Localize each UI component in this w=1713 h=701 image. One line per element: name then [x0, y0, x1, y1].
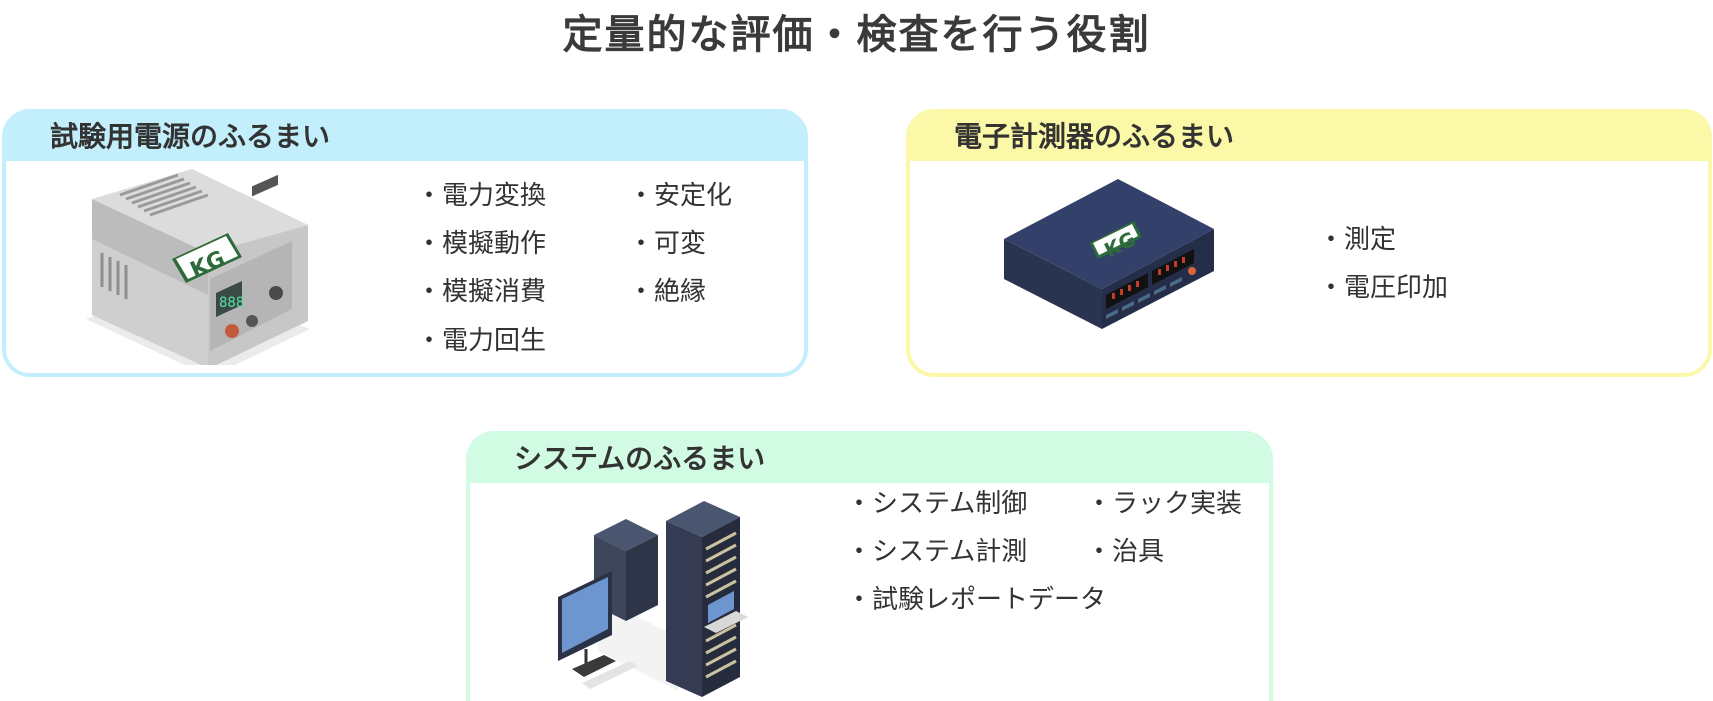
power-supply-heading: 試験用電源のふるまい	[6, 113, 804, 161]
power-item: ・絶縁	[628, 277, 707, 307]
system-item: ・治具	[1086, 537, 1165, 567]
power-item: ・模擬消費	[416, 277, 547, 307]
power-supply-illustration: 888 KG	[86, 169, 310, 365]
system-heading: システムのふるまい	[470, 435, 1269, 483]
measuring-instrument-card: 電子計測器のふるまい KG ・測定 ・電圧印加	[906, 109, 1712, 377]
power-item: ・模擬動作	[416, 229, 547, 259]
system-item: ・システム計測	[846, 537, 1028, 567]
measuring-instrument-illustration: KG	[1004, 179, 1214, 329]
power-item: ・電力回生	[416, 326, 547, 356]
power-item: ・電力変換	[416, 181, 547, 211]
meter-item: ・電圧印加	[1318, 273, 1449, 303]
page-title: 定量的な評価・検査を行う役割	[562, 12, 1151, 58]
meter-item: ・測定	[1318, 225, 1397, 255]
power-display-readout: 888	[219, 295, 244, 311]
system-illustration	[558, 501, 748, 697]
system-item: ・ラック実装	[1086, 489, 1243, 519]
measuring-instrument-heading: 電子計測器のふるまい	[910, 113, 1708, 161]
power-item: ・可変	[628, 229, 707, 259]
system-item: ・システム制御	[846, 489, 1028, 519]
power-item: ・安定化	[628, 181, 733, 211]
system-item: ・試験レポートデータ	[846, 585, 1107, 615]
system-card: システムのふるまい ・システム制御 ・システム計測 ・試験レポートデータ ・ラッ…	[466, 431, 1273, 701]
power-supply-card: 試験用電源のふるまい 888 KG ・電力変換 ・模擬動作 ・模擬消費 ・電力回…	[2, 109, 808, 377]
